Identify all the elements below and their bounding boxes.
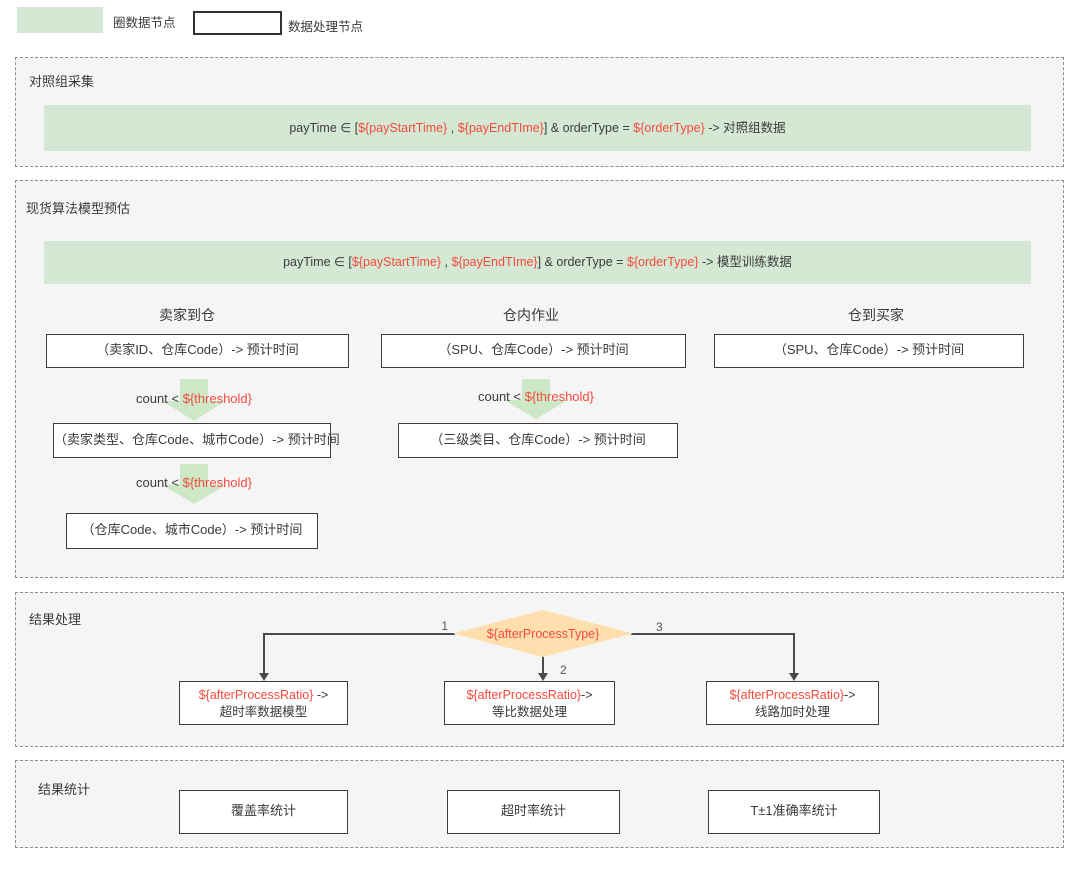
result-node-line1: ${afterProcessRatio}-> (445, 687, 614, 704)
branch1-connector (263, 633, 455, 635)
section-result-processing-title: 结果处理 (29, 612, 82, 627)
bar-text: -> 对照组数据 (704, 121, 786, 135)
process-node-category-warehouse: （三级类目、仓库Code）-> 预计时间 (398, 423, 678, 458)
var-order-type: ${orderType} (633, 121, 705, 135)
var-pay-start-time: ${payStartTime} (358, 121, 448, 135)
bar-text: payTime ∈ [ (289, 121, 359, 135)
var-after-process-ratio: ${afterProcessRatio} (466, 688, 582, 702)
model-training-data-node: payTime ∈ [${payStartTime} , ${payEndTIm… (44, 241, 1031, 284)
column-header-warehouse-to-buyer: 仓到买家 (848, 307, 904, 323)
process-node-legend-swatch (193, 11, 282, 35)
count-threshold-condition: count < ${threshold} (456, 389, 616, 404)
process-node-spu-warehouse-inwork: （SPU、仓库Code）-> 预计时间 (381, 334, 686, 368)
process-node-spu-warehouse-tobuyer: （SPU、仓库Code）-> 预计时间 (714, 334, 1024, 368)
result-node-route-extra-time: ${afterProcessRatio}-> 线路加时处理 (706, 681, 879, 725)
branch2-connector (542, 656, 544, 673)
var-order-type: ${orderType} (626, 255, 699, 269)
control-group-data-node: payTime ∈ [${payStartTime} , ${payEndTIm… (44, 105, 1031, 151)
branch-label-1: 1 (441, 619, 448, 633)
var-threshold: ${threshold} (182, 391, 253, 406)
stat-node-timeout-rate: 超时率统计 (447, 790, 620, 834)
branch1-connector (263, 633, 265, 673)
process-node-legend-label: 数据处理节点 (288, 20, 364, 34)
result-node-label: 等比数据处理 (491, 705, 567, 719)
data-node-legend-label: 圈数据节点 (113, 16, 176, 30)
result-node-line1: ${afterProcessRatio} -> (180, 687, 347, 704)
section-control-group: 对照组采集 payTime ∈ [${payStartTime} , ${pay… (15, 57, 1064, 167)
count-label-text: count < (135, 475, 183, 490)
count-threshold-condition: count < ${threshold} (114, 475, 274, 490)
var-pay-end-time: ${payEndTIme} (457, 121, 544, 135)
bar-text: ] & orderType = (537, 255, 627, 269)
count-label-text: count < (135, 391, 183, 406)
decision-after-process-type: ${afterProcessType} (453, 610, 633, 657)
process-node-seller-id-warehouse: （卖家ID、仓库Code）-> 预计时间 (46, 334, 349, 368)
var-after-process-ratio: ${afterProcessRatio} (198, 688, 314, 702)
process-node-seller-type-warehouse-city: （卖家类型、仓库Code、城市Code）-> 预计时间 (53, 423, 340, 458)
result-node-label: 超时率数据模型 (219, 705, 308, 719)
branch3-connector (631, 633, 795, 635)
var-pay-end-time: ${payEndTIme} (451, 255, 538, 269)
var-pay-start-time: ${payStartTime} (351, 255, 442, 269)
result-node-proportional-processing: ${afterProcessRatio}-> 等比数据处理 (444, 681, 615, 725)
section-model-estimation-title: 现货算法模型预估 (26, 201, 131, 216)
stat-node-coverage-rate: 覆盖率统计 (179, 790, 348, 834)
section-result-processing: 结果处理 1 2 3 ${afterProcessType} ${afterPr… (15, 592, 1064, 747)
arrowhead-icon (259, 673, 269, 681)
section-result-statistics-title: 结果统计 (38, 782, 91, 797)
result-node-timeout-rate-model: ${afterProcessRatio} -> 超时率数据模型 (179, 681, 348, 725)
bar-text: , (441, 255, 452, 269)
section-model-estimation: 现货算法模型预估 payTime ∈ [${payStartTime} , ${… (15, 180, 1064, 578)
result-arrow-text: -> (581, 688, 593, 702)
stat-node-t1-accuracy: T±1准确率统计 (708, 790, 880, 834)
column-header-seller-to-warehouse: 卖家到仓 (159, 307, 215, 323)
section-result-statistics: 结果统计 覆盖率统计 超时率统计 T±1准确率统计 (15, 760, 1064, 848)
var-threshold: ${threshold} (182, 475, 253, 490)
process-node-warehouse-city: （仓库Code、城市Code）-> 预计时间 (66, 513, 318, 549)
var-after-process-ratio: ${afterProcessRatio} (729, 688, 845, 702)
bar-text: -> 模型训练数据 (698, 255, 792, 269)
bar-text: ] & orderType = (543, 121, 634, 135)
branch-label-2: 2 (560, 663, 567, 677)
branch-label-3: 3 (656, 620, 663, 634)
branch3-connector (793, 633, 795, 673)
bar-text: payTime ∈ [ (283, 255, 352, 269)
arrowhead-icon (789, 673, 799, 681)
result-arrow-text: -> (844, 688, 856, 702)
count-threshold-condition: count < ${threshold} (114, 391, 274, 406)
section-control-group-title: 对照组采集 (29, 74, 95, 89)
var-threshold: ${threshold} (524, 389, 595, 404)
data-node-legend-swatch (17, 7, 103, 33)
bar-text: , (447, 121, 458, 135)
arrowhead-icon (538, 673, 548, 681)
count-label-text: count < (477, 389, 525, 404)
var-after-process-type: ${afterProcessType} (486, 626, 600, 641)
column-header-in-warehouse: 仓内作业 (503, 307, 559, 323)
result-arrow-text: -> (313, 688, 329, 702)
result-node-line1: ${afterProcessRatio}-> (707, 687, 878, 704)
result-node-label: 线路加时处理 (754, 705, 830, 719)
